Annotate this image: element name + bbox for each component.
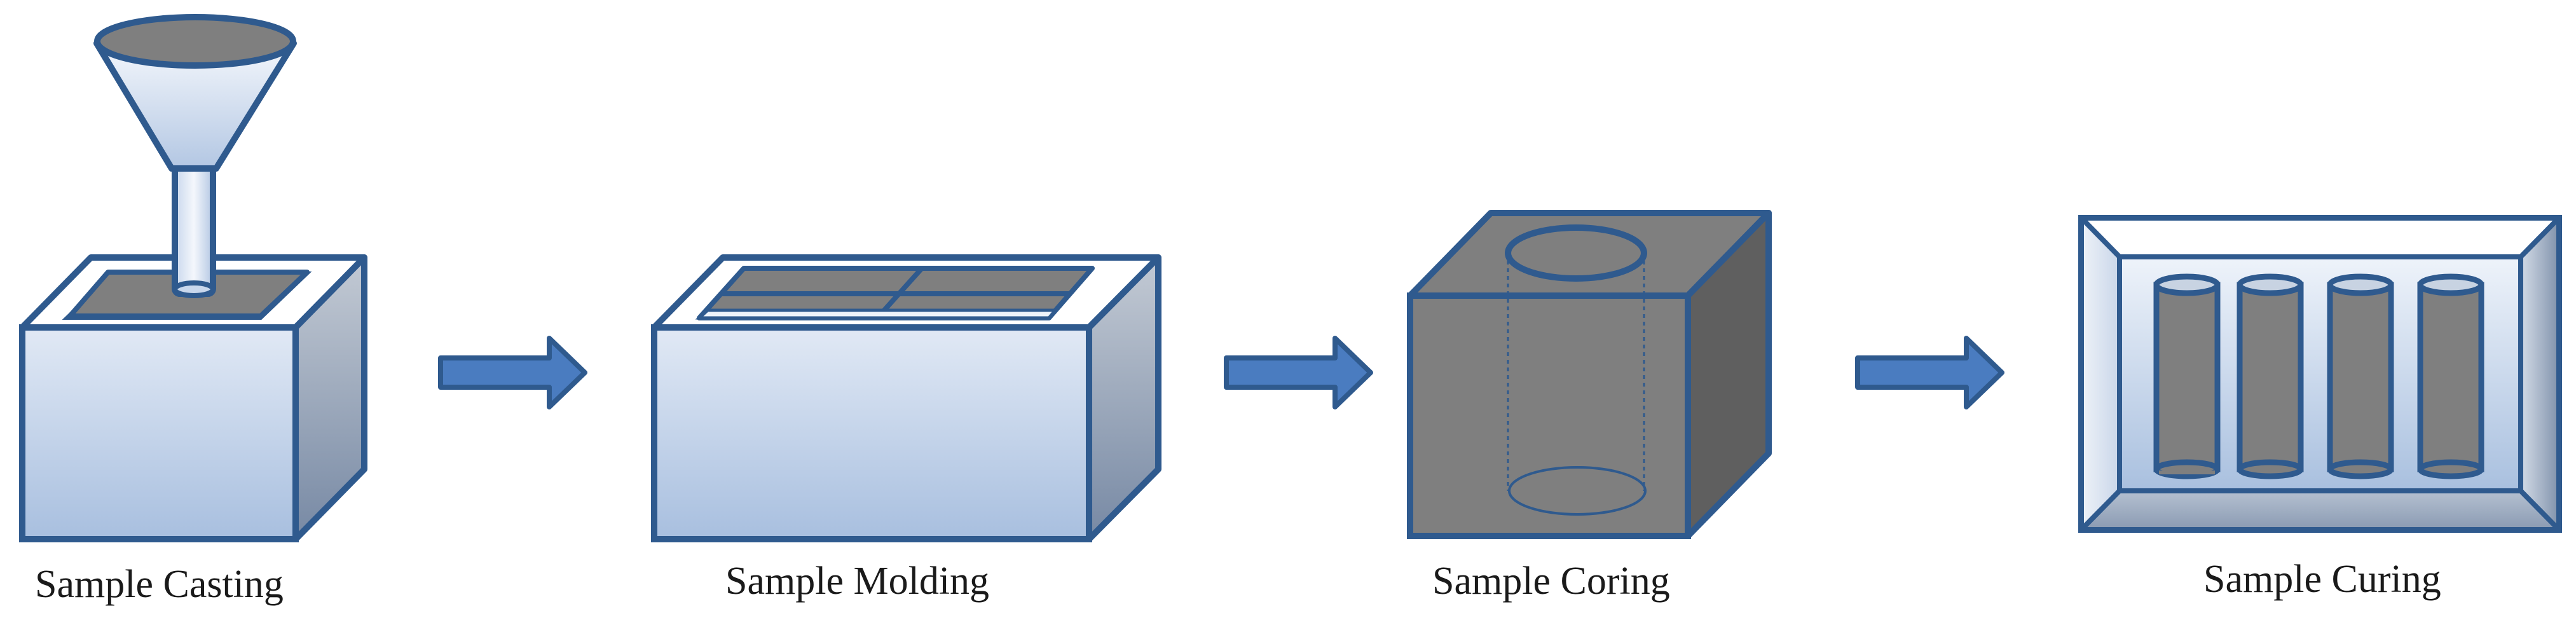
casting-box-front: [19, 324, 299, 542]
molding-box-front: [651, 324, 1092, 542]
arrow-right-icon: [438, 336, 587, 409]
cylinder-specimen: [2153, 273, 2221, 479]
funnel-spout-end: [172, 280, 216, 298]
molding-box-inner-lip: [695, 308, 1059, 320]
step-label-casting: Sample Casting: [35, 563, 284, 606]
casting-mold: [19, 14, 367, 542]
core-bottom-ellipse: [1508, 466, 1647, 516]
curing-tank-bottom-wall: [2079, 488, 2561, 532]
step-label-curing: Sample Curing: [2203, 558, 2441, 601]
arrow-right-icon: [1855, 336, 2004, 409]
funnel-spout: [172, 163, 216, 297]
step-label-coring: Sample Coring: [1432, 560, 1670, 603]
funnel-icon: [93, 14, 297, 298]
molding-mold: [651, 254, 1161, 542]
cylinder-specimen: [2237, 273, 2304, 479]
coring-block: [1407, 210, 1772, 539]
coring-block-front: [1407, 292, 1691, 539]
cylinder-specimen: [2417, 273, 2484, 479]
funnel-rim: [94, 14, 296, 69]
core-top-ellipse: [1505, 224, 1647, 282]
cylinder-specimen: [2327, 273, 2394, 479]
curing-tank-left-wall: [2079, 216, 2122, 532]
curing-tank-top-wall: [2079, 216, 2561, 259]
core-cylinder-outline: [1507, 253, 1647, 516]
curing-tank-right-wall: [2518, 216, 2561, 532]
curing-tank: [2078, 215, 2562, 533]
step-label-molding: Sample Molding: [725, 560, 990, 603]
arrow-right-icon: [1224, 336, 1373, 409]
